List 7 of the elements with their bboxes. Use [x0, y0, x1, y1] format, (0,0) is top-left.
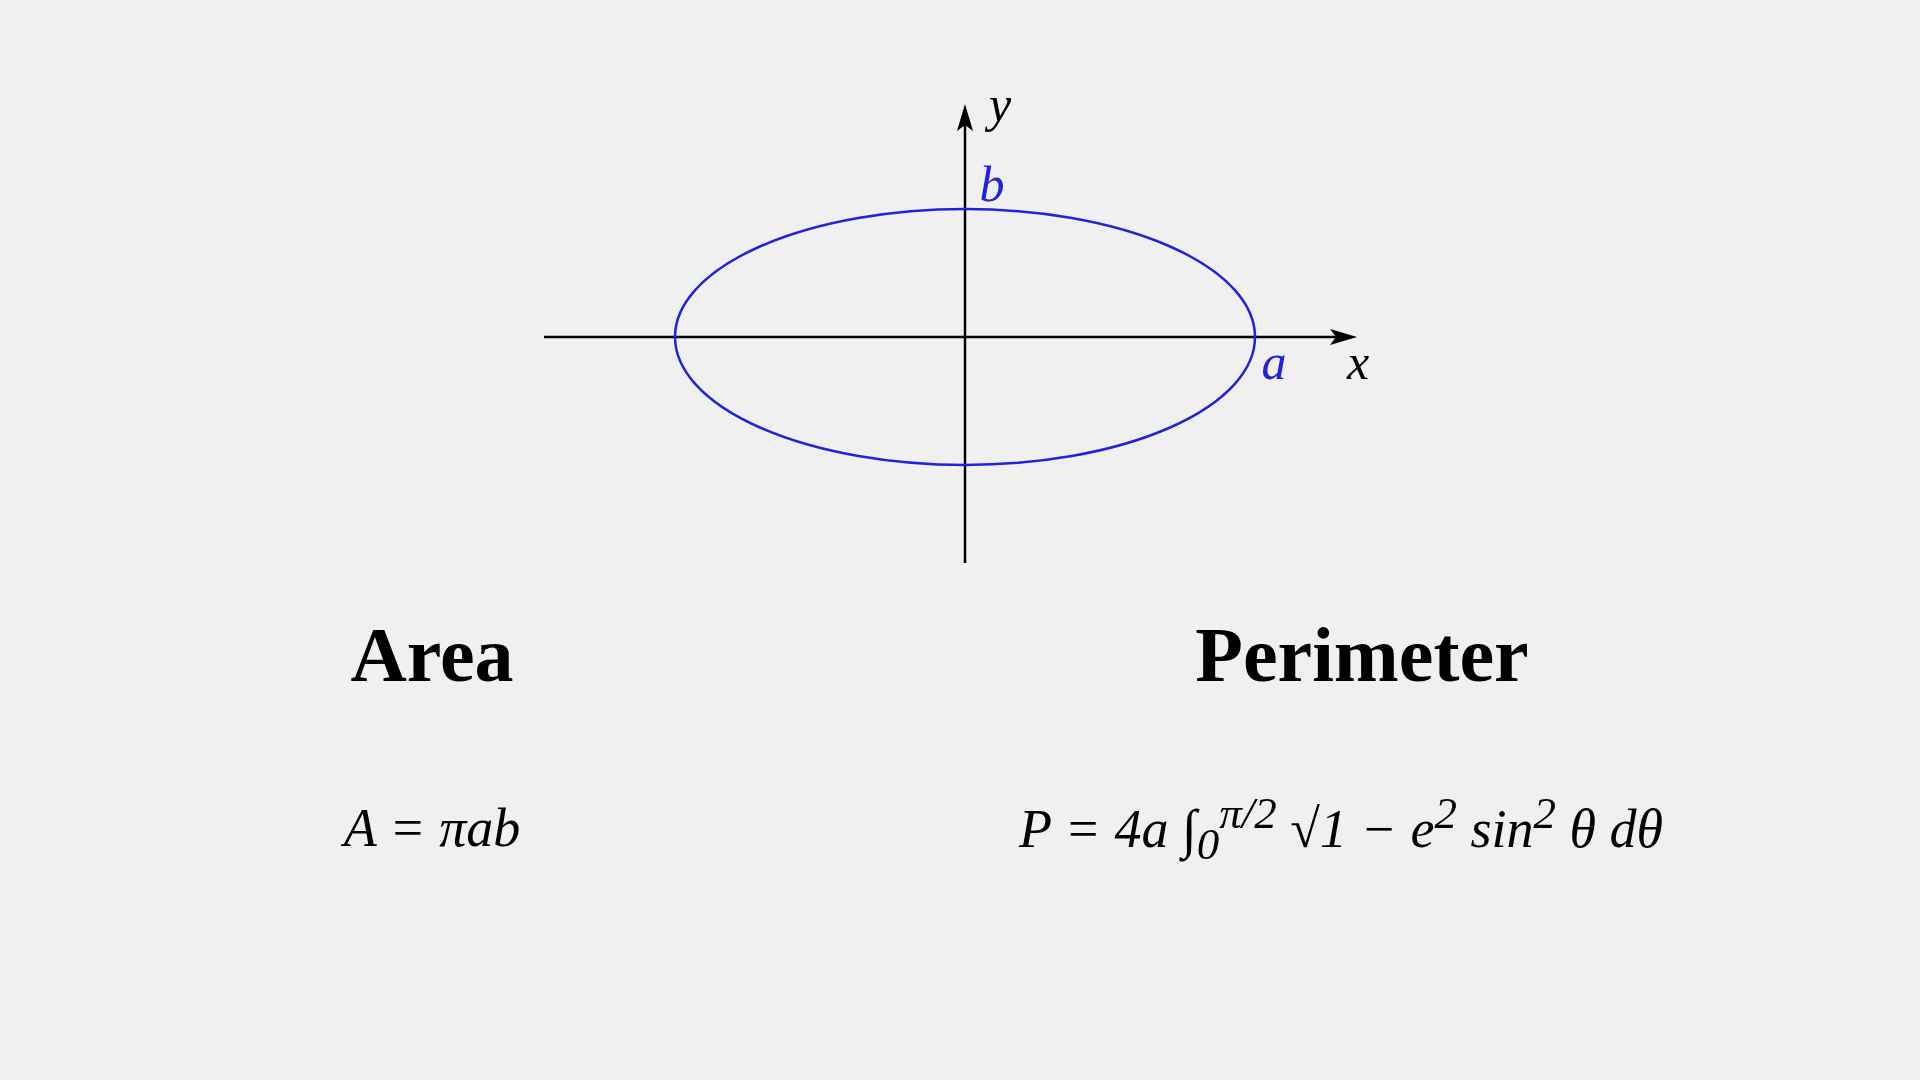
axis-label: a: [1261, 334, 1287, 390]
heading: Perimeter: [1195, 612, 1529, 698]
perimeter-formula: P = 4a ∫$_{0}$$^{π/2}$ √1 − e$^{2}$ sin$^{2}$ θ dθ: [1019, 788, 1663, 870]
axis-label: b: [979, 156, 1005, 212]
heading: Area: [350, 612, 514, 698]
axis-label: x: [1346, 334, 1370, 390]
area-formula: A = πab: [343, 799, 521, 859]
